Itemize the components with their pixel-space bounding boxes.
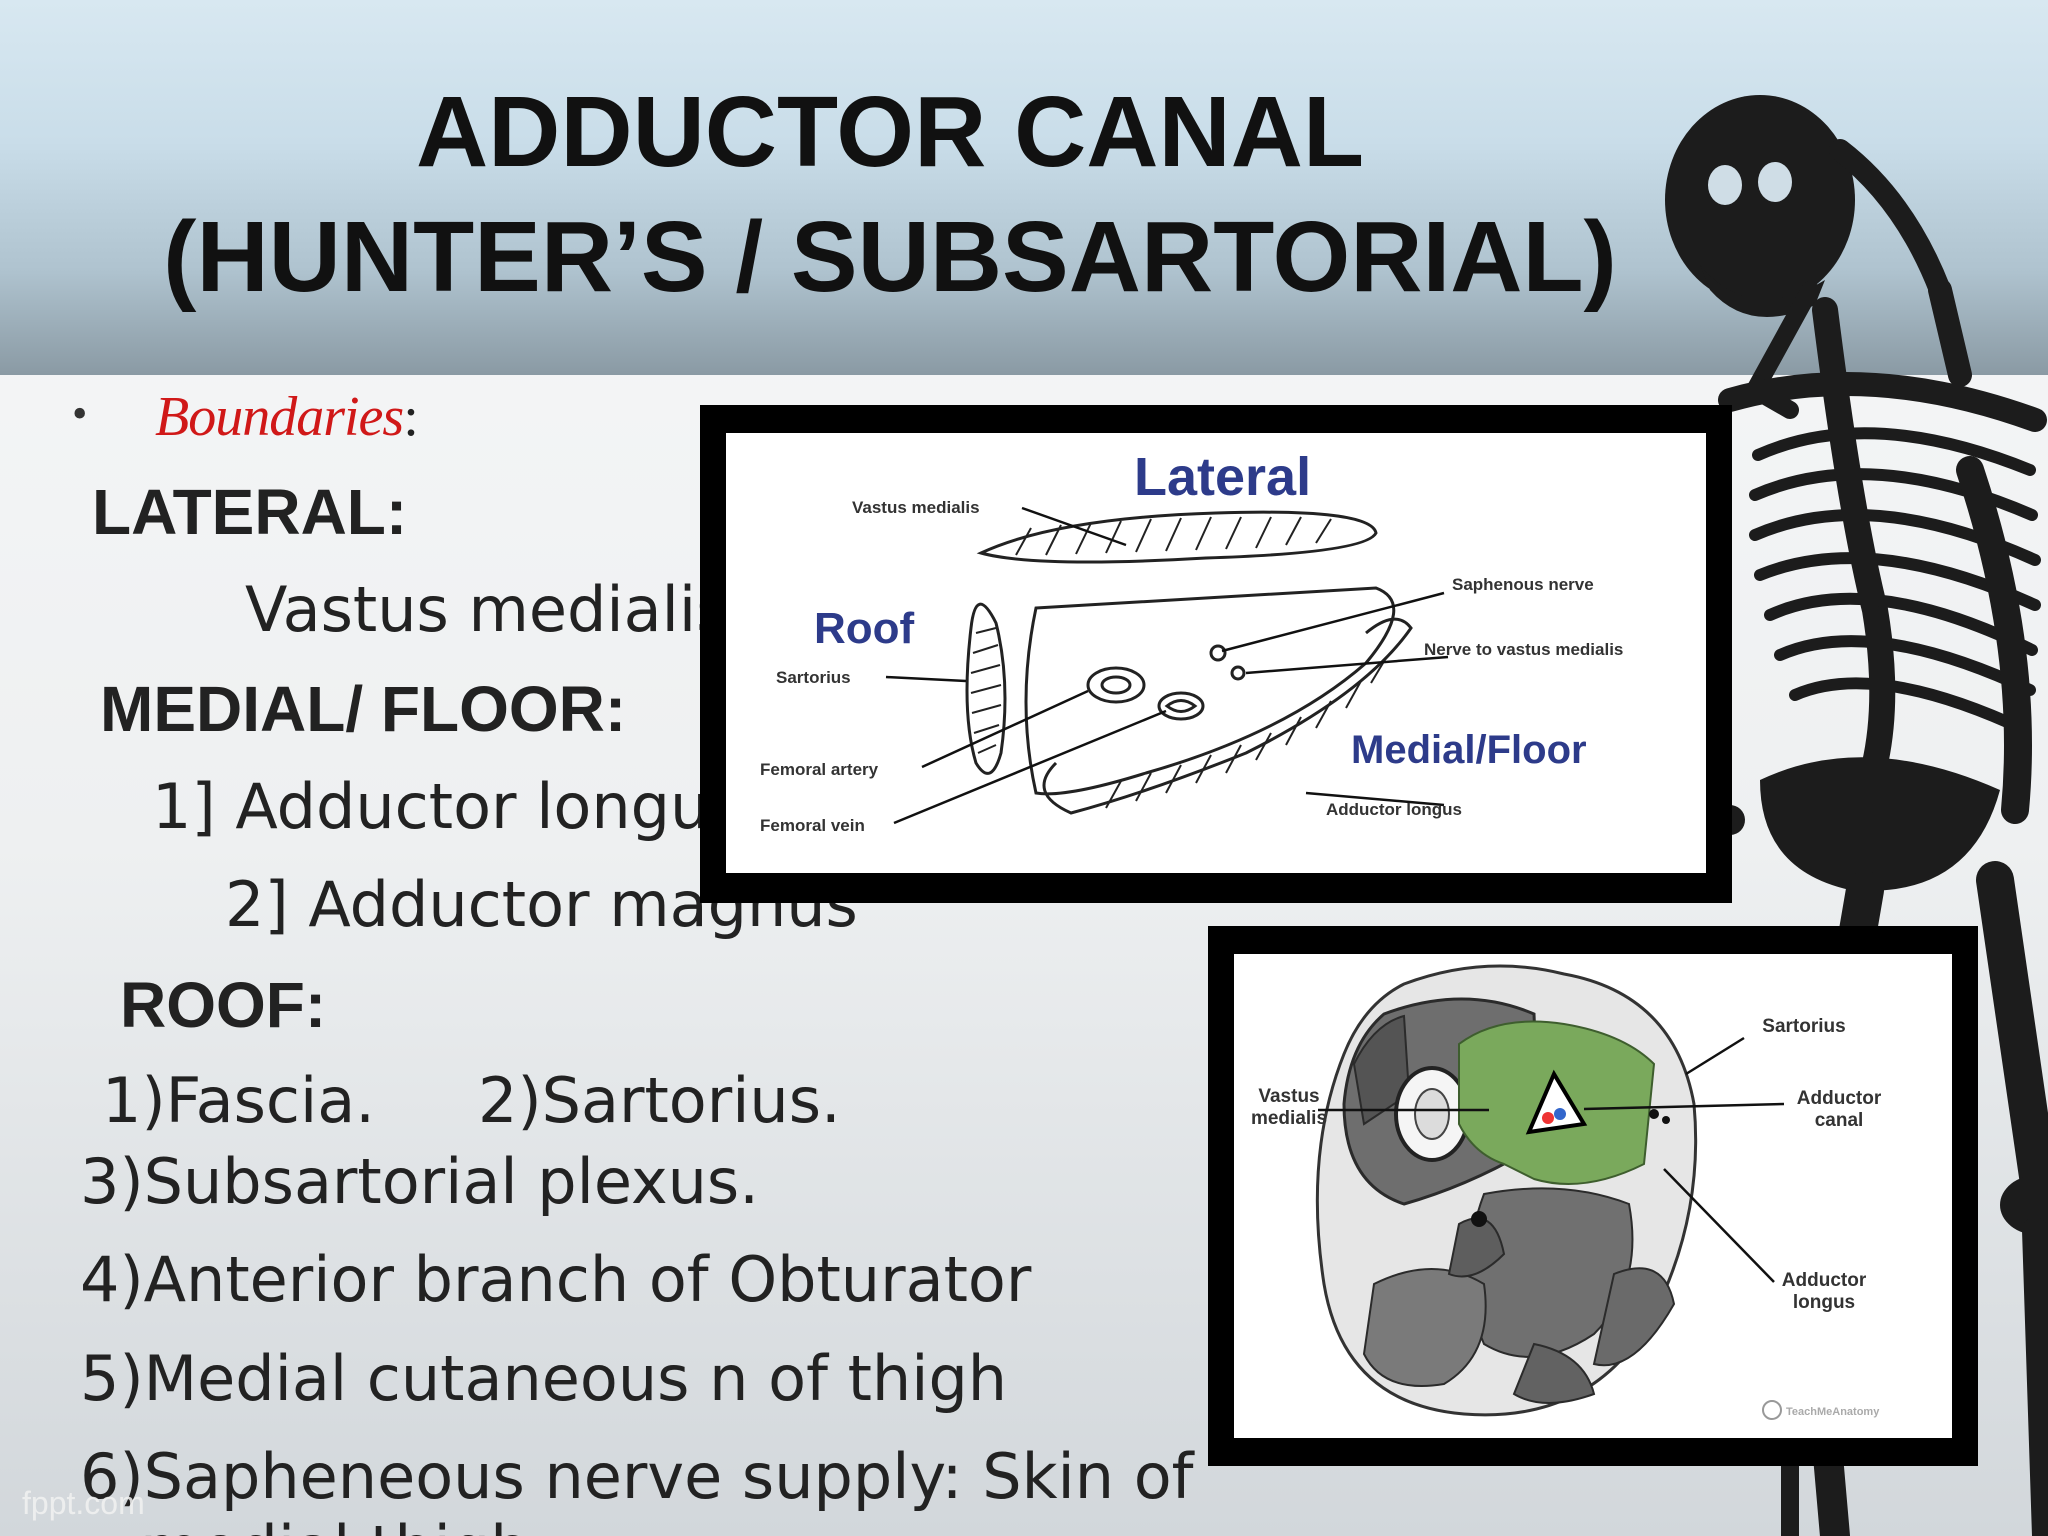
sartorius-text: 2)Sartorius. xyxy=(478,1064,841,1137)
fig2-vastus-medialis-label-1: Vastus xyxy=(1258,1086,1319,1107)
bullet-point: • xyxy=(72,389,88,438)
obturator-branch-text: 4)Anterior branch of Obturator xyxy=(80,1243,1032,1316)
fig1-adductor-longus-label: Adductor longus xyxy=(1326,800,1462,819)
thigh-cross-section-figure: Sartorius Adductor canal Vastus medialis… xyxy=(1208,926,1978,1466)
fig2-adductor-canal-label-1: Adductor xyxy=(1797,1088,1882,1109)
boundaries-label: Boundaries: xyxy=(155,385,419,449)
fig1-roof-label: Roof xyxy=(814,604,915,653)
canal-schematic-canvas: Lateral Roof Medial/Floor Vastus mediali… xyxy=(726,433,1706,873)
title-line-1: ADDUCTOR CANAL xyxy=(415,76,1365,188)
fig2-adductor-longus-label-1: Adductor xyxy=(1782,1270,1867,1291)
fig1-nerve-to-vastus-label: Nerve to vastus medialis xyxy=(1424,640,1623,659)
fig2-vastus-medialis-label-2: medialis xyxy=(1251,1108,1327,1129)
fig2-sartorius-label: Sartorius xyxy=(1762,1016,1845,1037)
fig2-copyright-text: TeachMeAnatomy xyxy=(1786,1406,1880,1418)
fig1-vastus-medialis-label: Vastus medialis xyxy=(852,498,980,517)
boundaries-text: Boundaries xyxy=(155,386,404,448)
canal-schematic-figure: Lateral Roof Medial/Floor Vastus mediali… xyxy=(700,405,1732,903)
fig2-adductor-longus-label-2: longus xyxy=(1793,1292,1855,1313)
footer-brand: fppt.com xyxy=(22,1485,145,1521)
lateral-heading: LATERAL: xyxy=(92,476,408,548)
fig1-sartorius-label: Sartorius xyxy=(776,668,851,687)
fig1-femoral-vein-label: Femoral vein xyxy=(760,816,865,835)
medial-floor-heading: MEDIAL/ FLOOR: xyxy=(100,673,627,745)
vastus-medialis-text: Vastus medialis xyxy=(245,573,729,646)
slide-title: ADDUCTOR CANAL (HUNTER’S / SUBSARTORIAL) xyxy=(80,70,1700,320)
title-line-2: (HUNTER’S / SUBSARTORIAL) xyxy=(163,201,1617,313)
cross-section-svg: Sartorius Adductor canal Vastus medialis… xyxy=(1251,964,1882,1420)
subsartorial-plexus-text: 3)Subsartorial plexus. xyxy=(80,1145,759,1218)
medial-thigh-text: medial thigh xyxy=(140,1512,530,1536)
fig1-medial-floor-label: Medial/Floor xyxy=(1351,728,1587,772)
boundaries-colon: : xyxy=(403,386,419,448)
fascia-text: 1)Fascia. xyxy=(102,1064,375,1137)
saphenous-nerve-text: 6)Sapheneous nerve supply: Skin of xyxy=(80,1440,1194,1513)
fig1-lateral-label: Lateral xyxy=(1134,447,1311,507)
fig2-adductor-canal-label-2: canal xyxy=(1815,1110,1864,1131)
fig1-saphenous-nerve-label: Saphenous nerve xyxy=(1452,575,1594,594)
adductor-longus-text: 1] Adductor longus xyxy=(152,770,742,843)
fig1-femoral-artery-label: Femoral artery xyxy=(760,760,879,779)
copyright-icon xyxy=(1762,1400,1782,1420)
canal-schematic-svg: Lateral Roof Medial/Floor Vastus mediali… xyxy=(760,447,1623,835)
roof-heading: ROOF: xyxy=(120,969,327,1041)
cross-section-canvas: Sartorius Adductor canal Vastus medialis… xyxy=(1234,954,1952,1438)
medial-cutaneous-text: 5)Medial cutaneous n of thigh xyxy=(80,1342,1008,1415)
